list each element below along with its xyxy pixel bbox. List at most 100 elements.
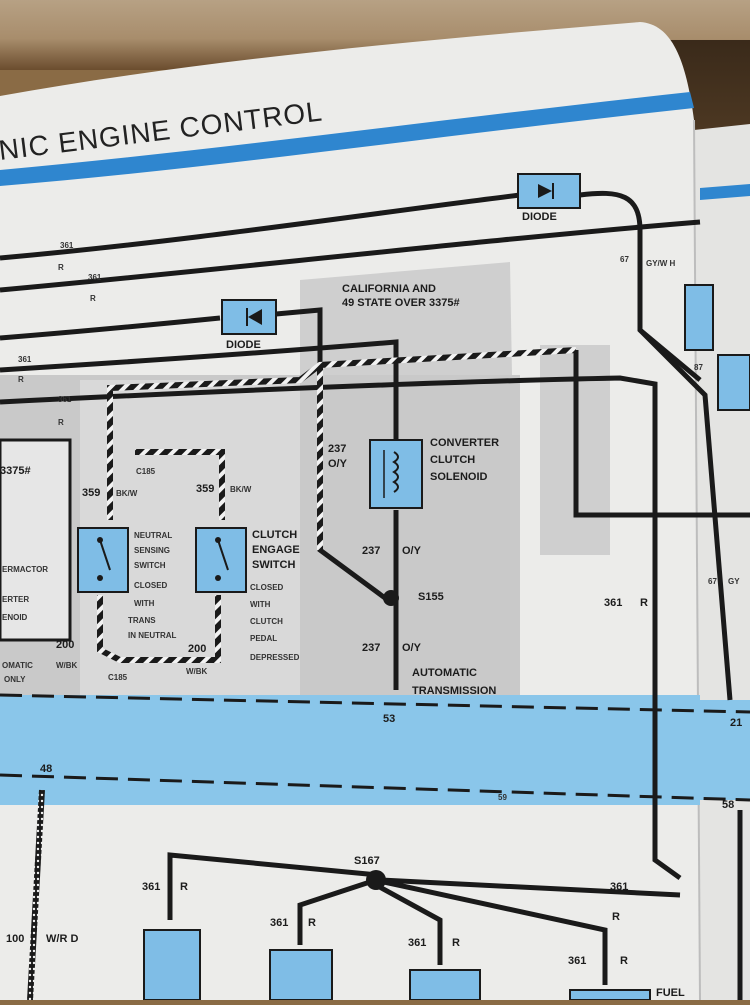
wire-group [0,190,750,1000]
right-component-1[interactable] [684,284,714,351]
wire-label-361-c: 361 [18,355,32,364]
note-state-short: 3375# [0,465,31,477]
clutch-note-3: CLUTCH [250,617,283,626]
diode-mid[interactable] [221,299,277,335]
wire-label-361-e: 361 [604,597,622,609]
wire-label-r-c: R [18,375,24,384]
clutch-note-4: PEDAL [250,634,277,643]
band-bottom-dashed [0,773,750,802]
left-cut-bottom-2: ONLY [4,675,26,684]
wire-label-gy: GY [728,577,740,586]
clutch-note-2: WITH [250,600,271,609]
wire-label-361-a: 361 [60,241,74,250]
lower-solenoid-1[interactable] [143,929,201,1001]
wire-361-right [0,375,682,881]
splice-s155[interactable] [383,590,399,606]
wire-label-361-b: 361 [88,273,102,282]
diode-top-label: DIODE [522,211,557,223]
wire-67-right [638,328,733,701]
wire-label-53: 53 [383,713,395,725]
wire-s167-left [167,852,379,920]
wire-label-200-a: 200 [56,639,74,651]
neutral-note-2: WITH [134,599,155,608]
wire-label-gywh: GY/W H [646,259,676,268]
neutral-sensing-switch[interactable] [77,527,129,593]
lower-solenoid-4[interactable] [569,989,651,1001]
splice-s167[interactable] [366,870,386,890]
dotted-wire-100 [27,789,45,1001]
wire-label-48: 48 [40,763,52,775]
splice-s167-label: S167 [354,855,380,867]
connector-c185-a: C185 [136,467,156,476]
neutral-note-4: IN NEUTRAL [128,631,177,640]
wire-361-lower [379,877,681,898]
left-cut-label-1: ERMACTOR [2,565,48,574]
neutral-note-3: TRANS [128,616,156,625]
wire-label-r-f: R [612,911,620,923]
wire-diode-right [579,190,702,382]
wire-label-r-d: R [58,418,64,427]
wire-s167-right [374,882,443,965]
left-cut-bottom-1: OMATIC [2,661,33,670]
wire-label-58: 58 [722,799,734,811]
wire-label-r-j: R [620,955,628,967]
converter-clutch-solenoid[interactable] [369,439,423,509]
neutral-label-2: SENSING [134,546,170,555]
converter-label-1: CONVERTER [430,437,499,449]
wire-label-r-h: R [308,917,316,929]
wire-label-100: 100 [6,933,24,945]
splice-s155-label: S155 [418,591,444,603]
wire-label-wbk-b: W/BK [186,667,208,676]
fuel-label: FUEL [656,987,685,999]
wire-label-87: 87 [694,363,703,372]
wire-label-361-h: 361 [270,917,288,929]
diode-top[interactable] [517,173,581,209]
header-stripe-right [700,184,750,200]
wire-to-converter [0,339,399,440]
wire-label-361-f: 361 [610,881,628,893]
clutch-note-5: DEPRESSED [250,653,300,662]
wire-right-shaded [573,350,750,518]
band-top-dashed [0,693,750,714]
wire-s167-far [383,879,608,985]
wire-label-359-a: 359 [82,487,100,499]
right-component-2[interactable] [717,354,750,411]
striped-wire-clutch [135,449,225,520]
wire-label-r-i: R [452,937,460,949]
connector-c185-b: C185 [108,673,128,682]
wire-s167-mid [297,877,377,945]
wire-label-bkw-b: BK/W [230,485,252,494]
wire-label-r-e: R [640,597,648,609]
wire-label-bkw-a: BK/W [116,489,138,498]
wire-label-67-a: 67 [620,255,629,264]
wire-label-r-b: R [90,294,96,303]
neutral-note-1: CLOSED [134,581,168,590]
clutch-label-1: CLUTCH [252,529,297,541]
clutch-engage-switch[interactable] [195,527,247,593]
lower-solenoid-2[interactable] [269,949,333,1001]
wire-label-wrd: W/R D [46,933,78,945]
clutch-note-1: CLOSED [250,583,284,592]
left-cut-label-3: ENOID [2,613,28,622]
page-fold [693,119,701,1001]
lower-solenoid-3[interactable] [409,969,481,1001]
converter-label-3: SOLENOID [430,471,488,483]
wire-label-361-j: 361 [568,955,586,967]
wire-label-361-g: 361 [142,881,160,893]
converter-label-2: CLUTCH [430,454,475,466]
wire-label-r-g: R [180,881,188,893]
wire-label-oy-c: O/Y [402,642,422,654]
striped-wire-group [97,347,577,663]
wire-label-359-b: 359 [196,483,214,495]
wire-label-oy-b: O/Y [402,545,422,557]
blue-band [0,695,700,805]
note-state: 49 STATE OVER 3375# [342,297,460,309]
wire-label-67-b: 67 [708,577,717,586]
note-california: CALIFORNIA AND [342,283,436,295]
striped-wire-200 [97,595,221,663]
wire-top-1 [0,192,521,261]
wire-label-237-b: 237 [362,545,380,557]
wire-top-2 [0,219,701,293]
neutral-label-1: NEUTRAL [134,531,172,540]
